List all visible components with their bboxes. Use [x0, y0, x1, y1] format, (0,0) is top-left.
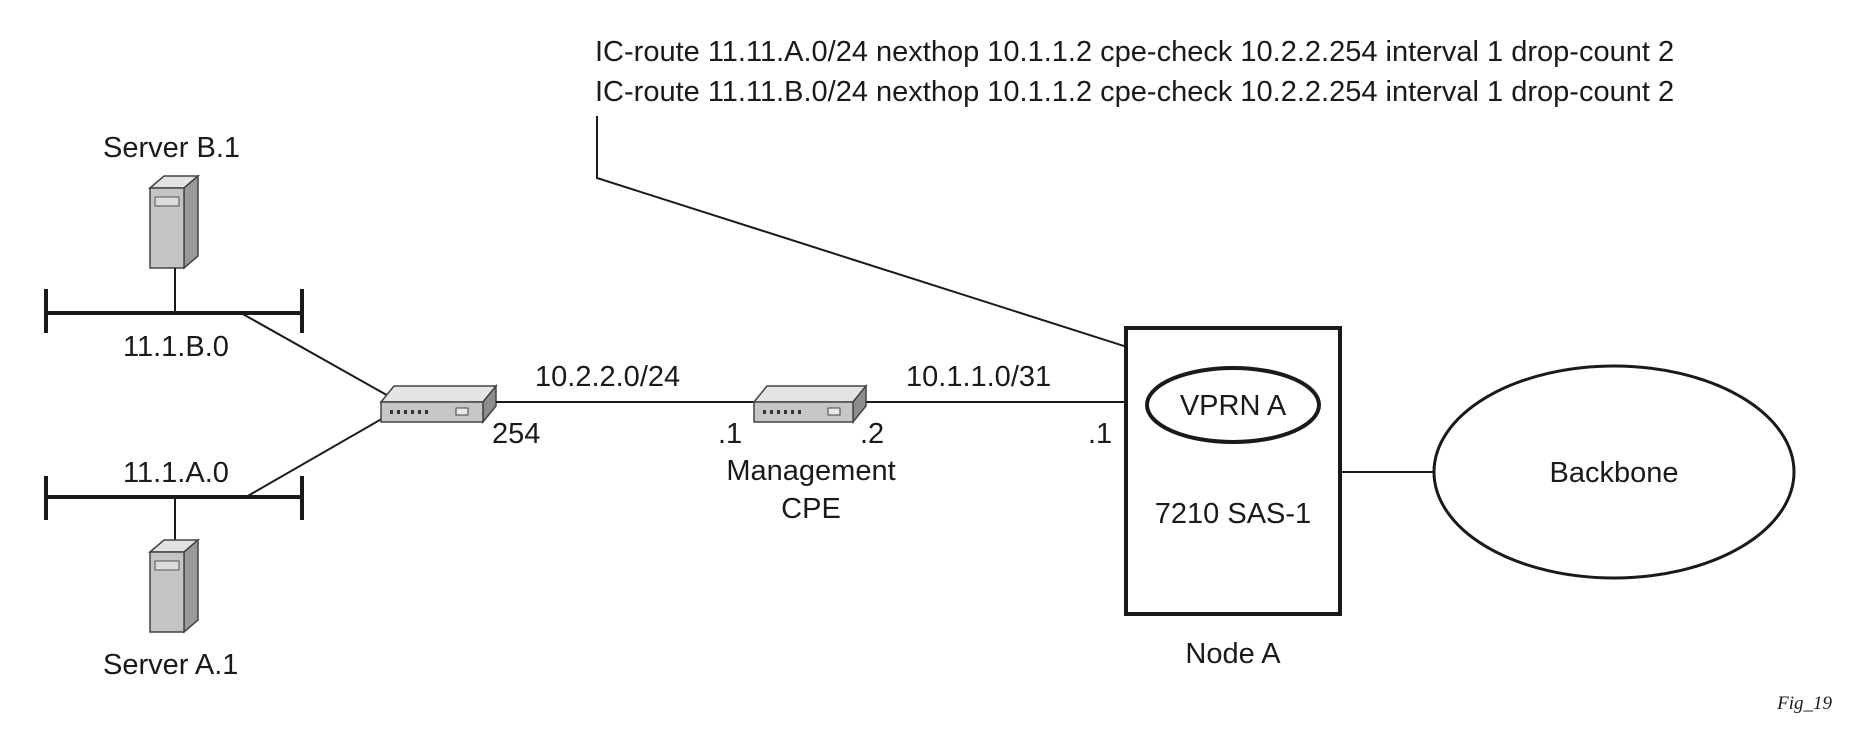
- backbone-ellipse: [1432, 364, 1796, 580]
- cpe-right-interface-label: .2: [860, 418, 884, 450]
- config-line-b: IC-route 11.11.B.0/24 nexthop 10.1.1.2 c…: [595, 76, 1674, 108]
- backbone-label: Backbone: [1550, 457, 1679, 489]
- subnet-b-label: 11.1.B.0: [123, 331, 229, 363]
- node-left-interface-label: .1: [1088, 418, 1112, 450]
- figure-label: Fig_19: [1776, 693, 1832, 714]
- server-b-icon: [147, 174, 201, 270]
- cpe-label-line1: Management: [726, 455, 895, 487]
- subnet-a-label: 11.1.A.0: [123, 457, 229, 489]
- vprn-a-label: VPRN A: [1180, 390, 1287, 422]
- cpe-label-line2: CPE: [781, 493, 841, 525]
- bus-b-to-router-line: [240, 312, 393, 399]
- server-a-label: Server A.1: [103, 649, 238, 681]
- cpe-left-interface-label: .1: [718, 418, 742, 450]
- server-a-icon: [147, 538, 201, 634]
- node-model-label: 7210 SAS-1: [1155, 498, 1311, 530]
- node-subnet-label: 10.1.1.0/31: [906, 361, 1051, 393]
- cpe-subnet-label: 10.2.2.0/24: [535, 361, 680, 393]
- management-cpe-icon: [752, 383, 868, 425]
- config-line-a: IC-route 11.11.A.0/24 nexthop 10.1.1.2 c…: [595, 36, 1674, 68]
- bus-a-to-router-line: [245, 412, 393, 498]
- node-name-label: Node A: [1185, 638, 1281, 670]
- vprn-a-ellipse: [1145, 366, 1321, 444]
- router-icon: [379, 383, 498, 425]
- router-interface-254-label: 254: [492, 418, 540, 450]
- callout-leader-line: [596, 116, 1147, 354]
- server-b-label: Server B.1: [103, 132, 240, 164]
